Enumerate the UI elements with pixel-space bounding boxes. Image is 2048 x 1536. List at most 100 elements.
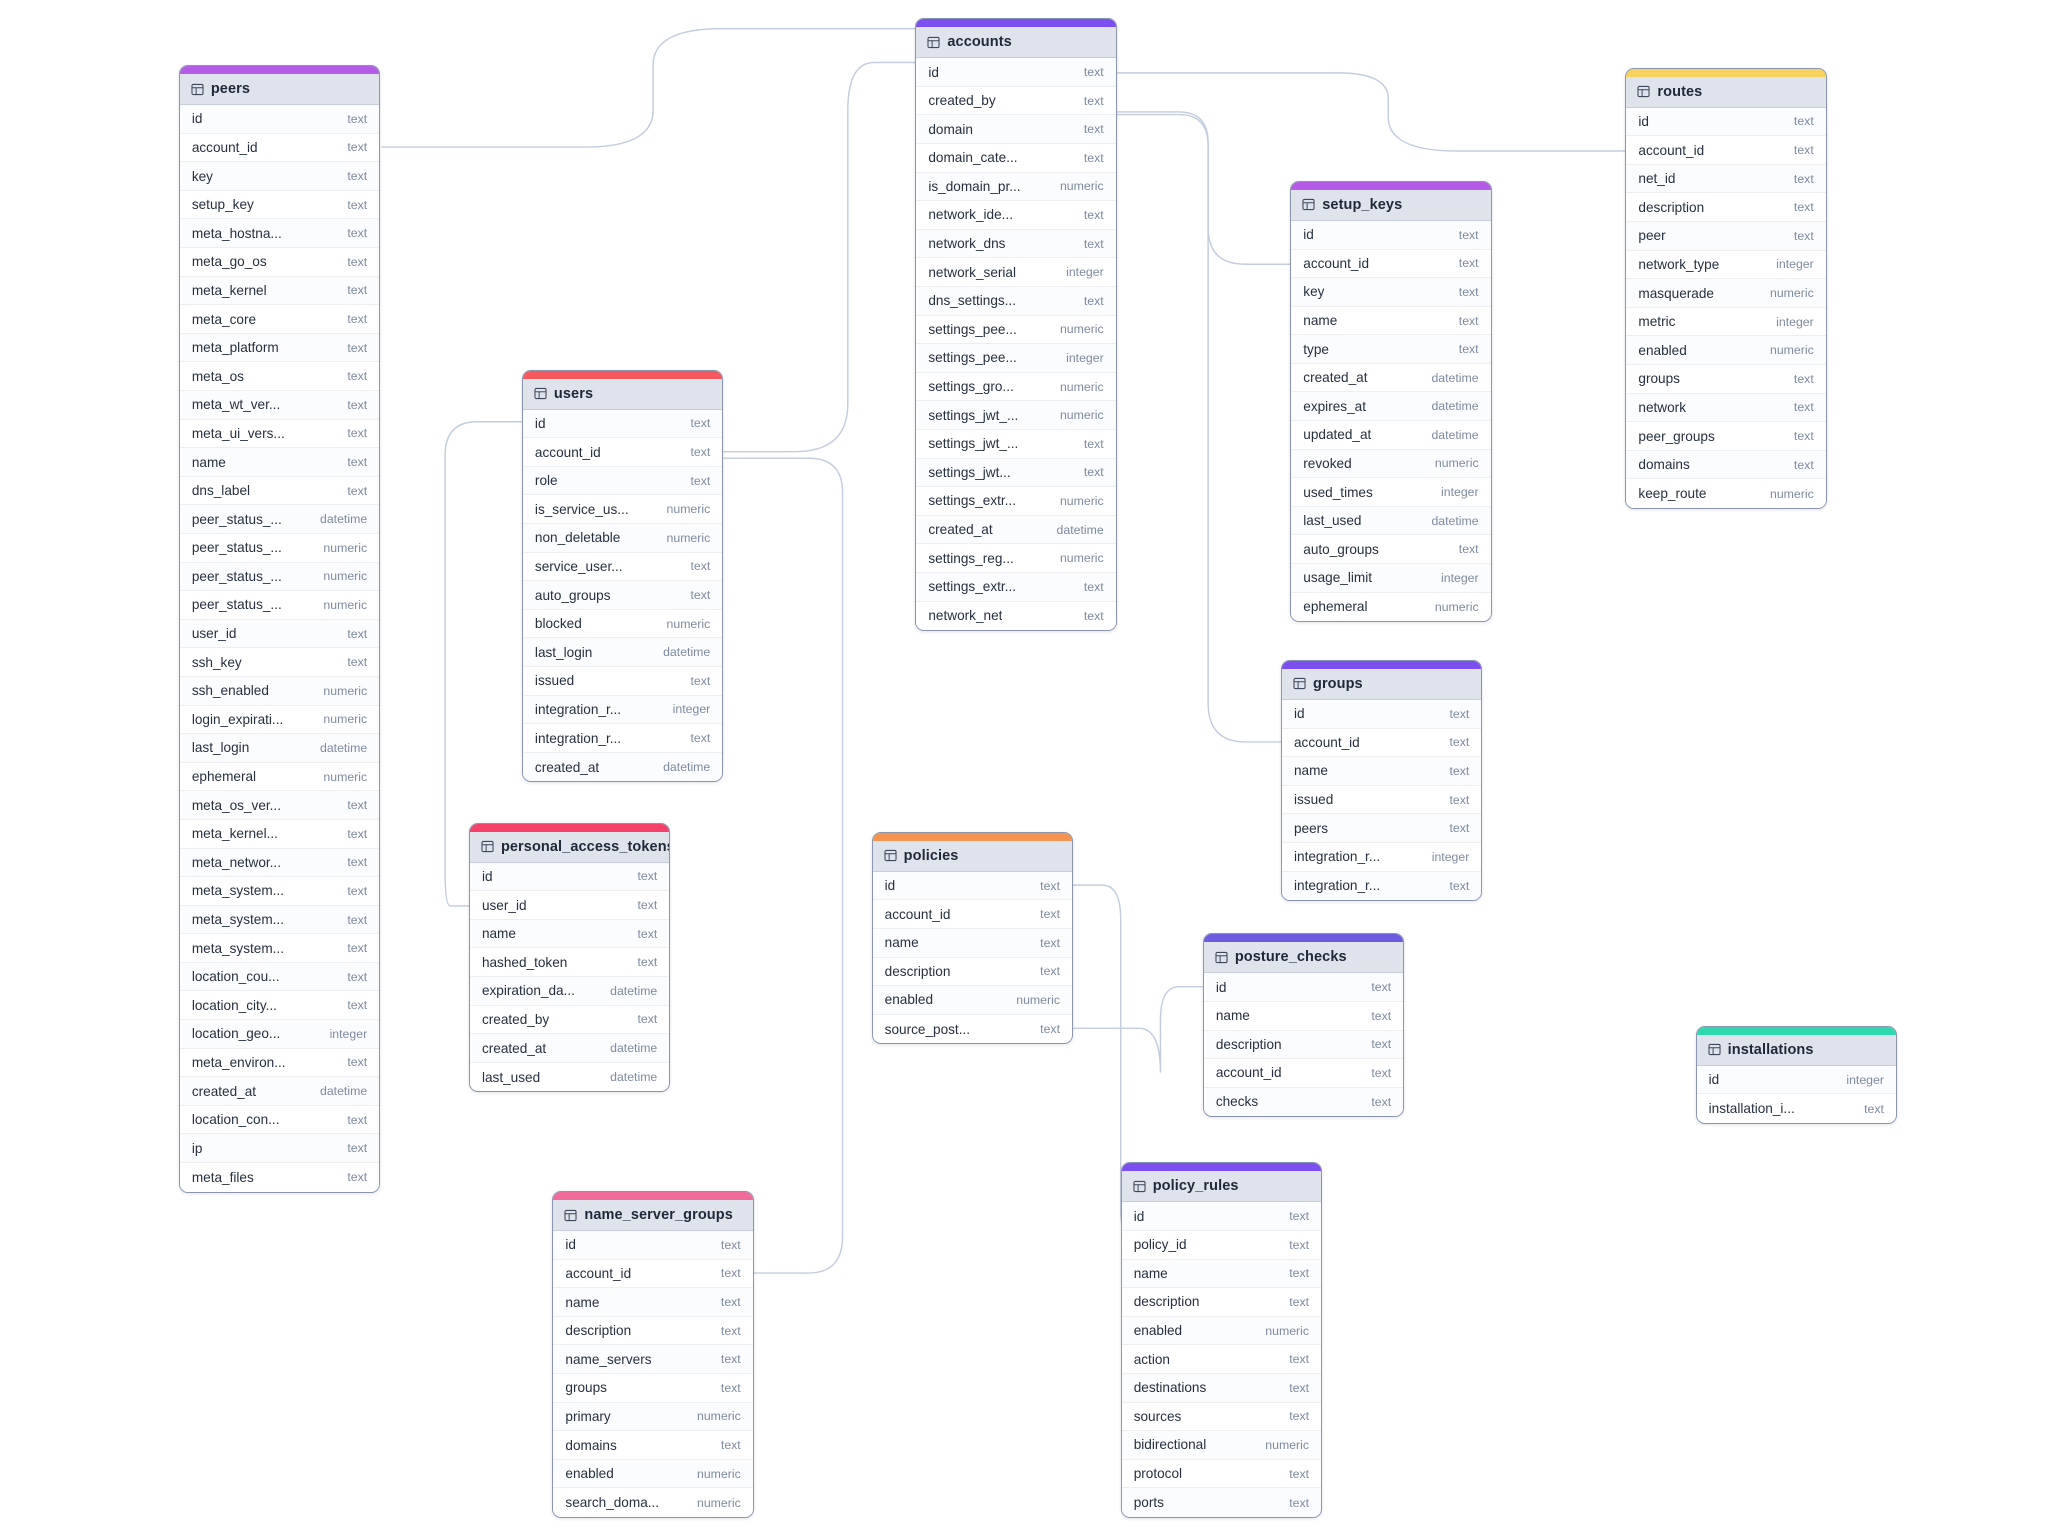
column-row[interactable]: is_domain_pr...numeric	[916, 172, 1116, 202]
column-row[interactable]: integration_r...text	[1281, 871, 1482, 901]
column-row[interactable]: settings_jwt_...text	[916, 429, 1116, 459]
column-row[interactable]: dns_settings...text	[916, 286, 1116, 316]
table-header[interactable]: peers	[179, 74, 380, 106]
column-row[interactable]: meta_wt_ver...text	[179, 391, 380, 420]
column-row[interactable]: meta_networ...text	[179, 848, 380, 878]
column-row[interactable]: location_geo...integer	[179, 1020, 380, 1049]
column-row[interactable]: settings_jwt_...numeric	[916, 401, 1116, 430]
column-row[interactable]: meta_system...text	[179, 934, 380, 963]
column-row[interactable]: installation_i...text	[1696, 1094, 1896, 1123]
table-header[interactable]: users	[522, 378, 723, 410]
column-row[interactable]: peer_status_...datetime	[179, 505, 380, 534]
column-row[interactable]: location_cou...text	[179, 962, 380, 992]
table-header[interactable]: personal_access_tokens	[469, 831, 670, 863]
column-row[interactable]: settings_pee...integer	[916, 344, 1116, 373]
column-row[interactable]: meta_ui_vers...text	[179, 419, 380, 449]
column-row[interactable]: meta_kernel...text	[179, 819, 380, 849]
column-row[interactable]: integration_r...integer	[1281, 842, 1482, 872]
column-row[interactable]: service_user...text	[522, 552, 723, 582]
column-row[interactable]: settings_extr...numeric	[916, 487, 1116, 516]
column-row[interactable]: domain_cate...text	[916, 144, 1116, 173]
table-header[interactable]: accounts	[916, 27, 1116, 59]
column-row[interactable]: expiration_da...datetime	[469, 977, 670, 1006]
column-row[interactable]: login_expirati...numeric	[179, 705, 380, 735]
table-header[interactable]: posture_checks	[1203, 942, 1404, 974]
column-row[interactable]: network_ide...text	[916, 201, 1116, 230]
column-row[interactable]: settings_gro...numeric	[916, 372, 1116, 402]
table-header[interactable]: name_server_groups	[553, 1200, 753, 1232]
table-header[interactable]: groups	[1281, 668, 1482, 700]
column-row[interactable]: integration_r...integer	[522, 695, 723, 725]
